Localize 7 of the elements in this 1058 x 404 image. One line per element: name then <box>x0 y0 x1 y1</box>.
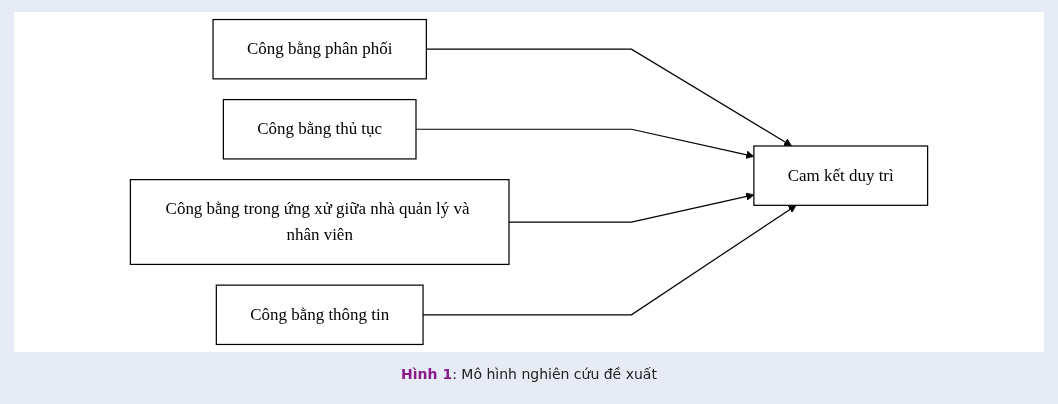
diagram: Công bằng phân phối Công bằng thủ tục Công bằng trong ứng xử giữa nhà quản lý và nhân viên Công bằng thông tin Cam kết duy trì <box>14 12 1044 352</box>
figure-caption: Hình 1: Mô hình nghiên cứu đề xuất <box>401 366 657 382</box>
node-box <box>753 145 929 206</box>
node-box <box>215 284 424 346</box>
node-box <box>222 99 417 160</box>
node-box <box>129 179 510 266</box>
node-box <box>212 18 427 80</box>
